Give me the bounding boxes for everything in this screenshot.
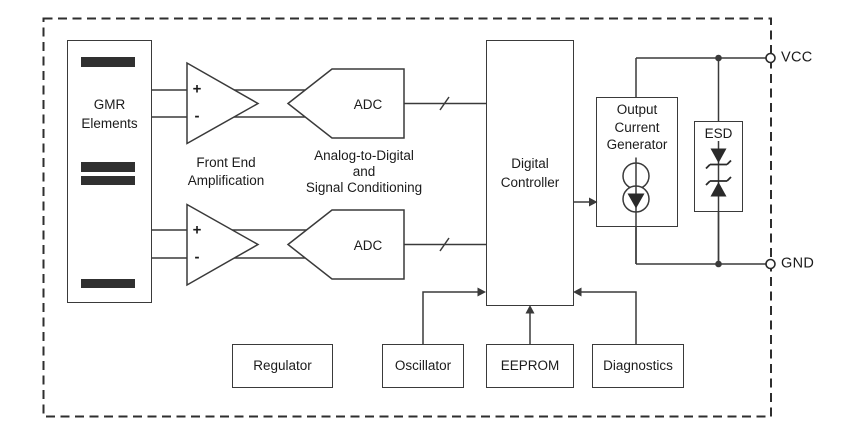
amp1-plus-sign: + xyxy=(192,80,202,98)
current-source-icon xyxy=(622,157,650,264)
signal-conditioning-label: Analog-to-Digital and Signal Conditionin… xyxy=(305,148,423,195)
gmr-to-amp1-wires xyxy=(151,89,187,118)
digital-controller-block: Digital Controller xyxy=(486,40,574,306)
chip-boundary xyxy=(42,17,772,418)
zener-diode-up-icon xyxy=(705,176,732,197)
amp1-to-adc1-wires xyxy=(233,89,306,118)
gnd-terminal-icon xyxy=(765,258,776,270)
arrowhead-icon xyxy=(573,287,582,297)
adc-1-shape xyxy=(286,68,405,139)
bus-slash-icon xyxy=(439,96,450,111)
digital-controller-label: Digital Controller xyxy=(500,156,560,190)
amplifier-2-icon xyxy=(186,203,260,287)
arrowhead-icon xyxy=(589,197,598,207)
adc2-label: ADC xyxy=(353,238,383,253)
oscillator-label: Oscillator xyxy=(394,358,452,374)
bus-slash-icon xyxy=(439,237,450,252)
zener-diode-down-icon xyxy=(705,148,732,170)
regulator-label: Regulator xyxy=(253,358,312,374)
gmr-resistor-bar-icon xyxy=(80,175,135,185)
arrowhead-icon xyxy=(525,305,535,314)
regulator-block: Regulator xyxy=(232,344,333,388)
front-end-amplification-label: Front End Amplification xyxy=(187,155,265,188)
arrowhead-icon xyxy=(477,287,486,297)
vcc-rail xyxy=(635,57,766,121)
amp1-minus-sign: - xyxy=(194,107,200,125)
oscillator-to-controller-wire xyxy=(422,291,478,344)
gmr-resistor-bar-icon xyxy=(80,278,135,288)
amp2-plus-sign: + xyxy=(192,221,202,238)
gmr-to-amp2-wires xyxy=(151,229,187,259)
eeprom-block: EEPROM xyxy=(486,344,574,388)
oscillator-block: Oscillator xyxy=(382,344,464,388)
diagnostics-label: Diagnostics xyxy=(603,358,673,374)
junction-dot-icon xyxy=(715,54,722,62)
esd-diodes-icon xyxy=(705,141,732,264)
gmr-resistor-bar-icon xyxy=(80,56,135,67)
adc-2-shape xyxy=(286,209,405,280)
output-current-generator-label: Output Current Generator xyxy=(606,102,668,152)
amplifier-1-icon xyxy=(186,61,260,145)
gmr-resistor-bar-icon xyxy=(80,161,135,172)
gnd-pin-label: GND xyxy=(781,255,815,272)
amp2-minus-sign: - xyxy=(194,248,200,265)
output-current-generator-block: Output Current Generator xyxy=(596,97,678,227)
diagnostics-block: Diagnostics xyxy=(592,344,684,388)
eeprom-label: EEPROM xyxy=(500,358,560,374)
esd-block: ESD xyxy=(694,121,743,212)
amp2-to-adc2-wires xyxy=(231,229,307,259)
vcc-pin-label: VCC xyxy=(781,49,813,66)
vcc-terminal-icon xyxy=(765,52,776,64)
gmr-elements-label: GMR Elements xyxy=(81,97,138,131)
gmr-elements-block: GMR Elements xyxy=(67,40,152,303)
adc1-label: ADC xyxy=(353,96,383,112)
esd-label: ESD xyxy=(704,126,733,141)
diagnostics-to-controller-wire xyxy=(581,291,637,344)
